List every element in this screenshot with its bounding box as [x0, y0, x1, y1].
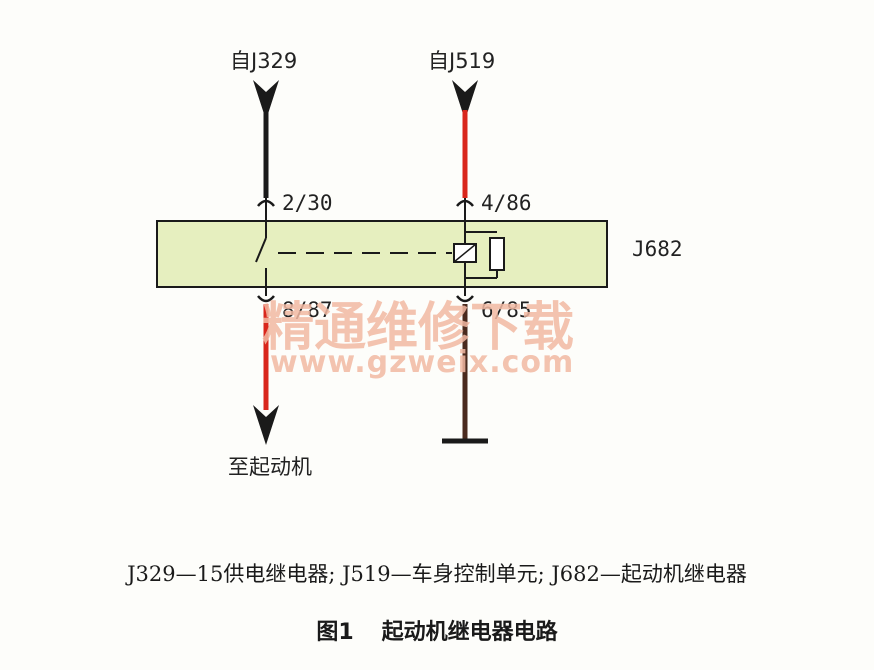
pin-bottom-right-label: 6/85	[481, 298, 532, 322]
ground-wire	[442, 304, 488, 444]
legend-text: J329—15供电继电器; J519—车身控制单元; J682—起动机继电器	[127, 562, 747, 586]
figure-title: 起动机继电器电路	[381, 620, 558, 645]
pin-top-left-label: 2/30	[282, 191, 333, 215]
starter-output-wire	[253, 304, 279, 445]
left-input-wire	[253, 80, 279, 198]
pin-bottom-right-connector-icon	[456, 295, 474, 303]
watermark-text: 精通维修下载	[262, 298, 574, 358]
source-left-label: 自J329	[230, 49, 297, 73]
relay-label: J682	[632, 237, 683, 261]
right-input-wire	[452, 80, 478, 198]
figure-caption: 图1 起动机继电器电路	[0, 614, 874, 646]
relay-body	[156, 220, 608, 288]
destination-label: 至起动机	[228, 455, 312, 479]
source-right-label: 自J519	[428, 49, 495, 73]
figure-number: 图1	[316, 620, 354, 645]
relay-circuit-diagram: 自J329 自J519 2/30 4/86 J682 8/87	[156, 49, 683, 479]
pin-bottom-left-connector-icon	[257, 295, 275, 303]
pin-top-right-label: 4/86	[481, 191, 532, 215]
right-input-arrow-icon	[452, 80, 478, 120]
watermark-url: www.gzweix.com	[270, 345, 574, 380]
switch-contact-icon	[255, 221, 267, 287]
pin-bottom-left-label: 8/87	[282, 298, 333, 322]
left-input-arrow-icon	[253, 80, 279, 120]
starter-arrow-icon	[253, 405, 279, 445]
relay-coil-icon	[453, 221, 505, 287]
